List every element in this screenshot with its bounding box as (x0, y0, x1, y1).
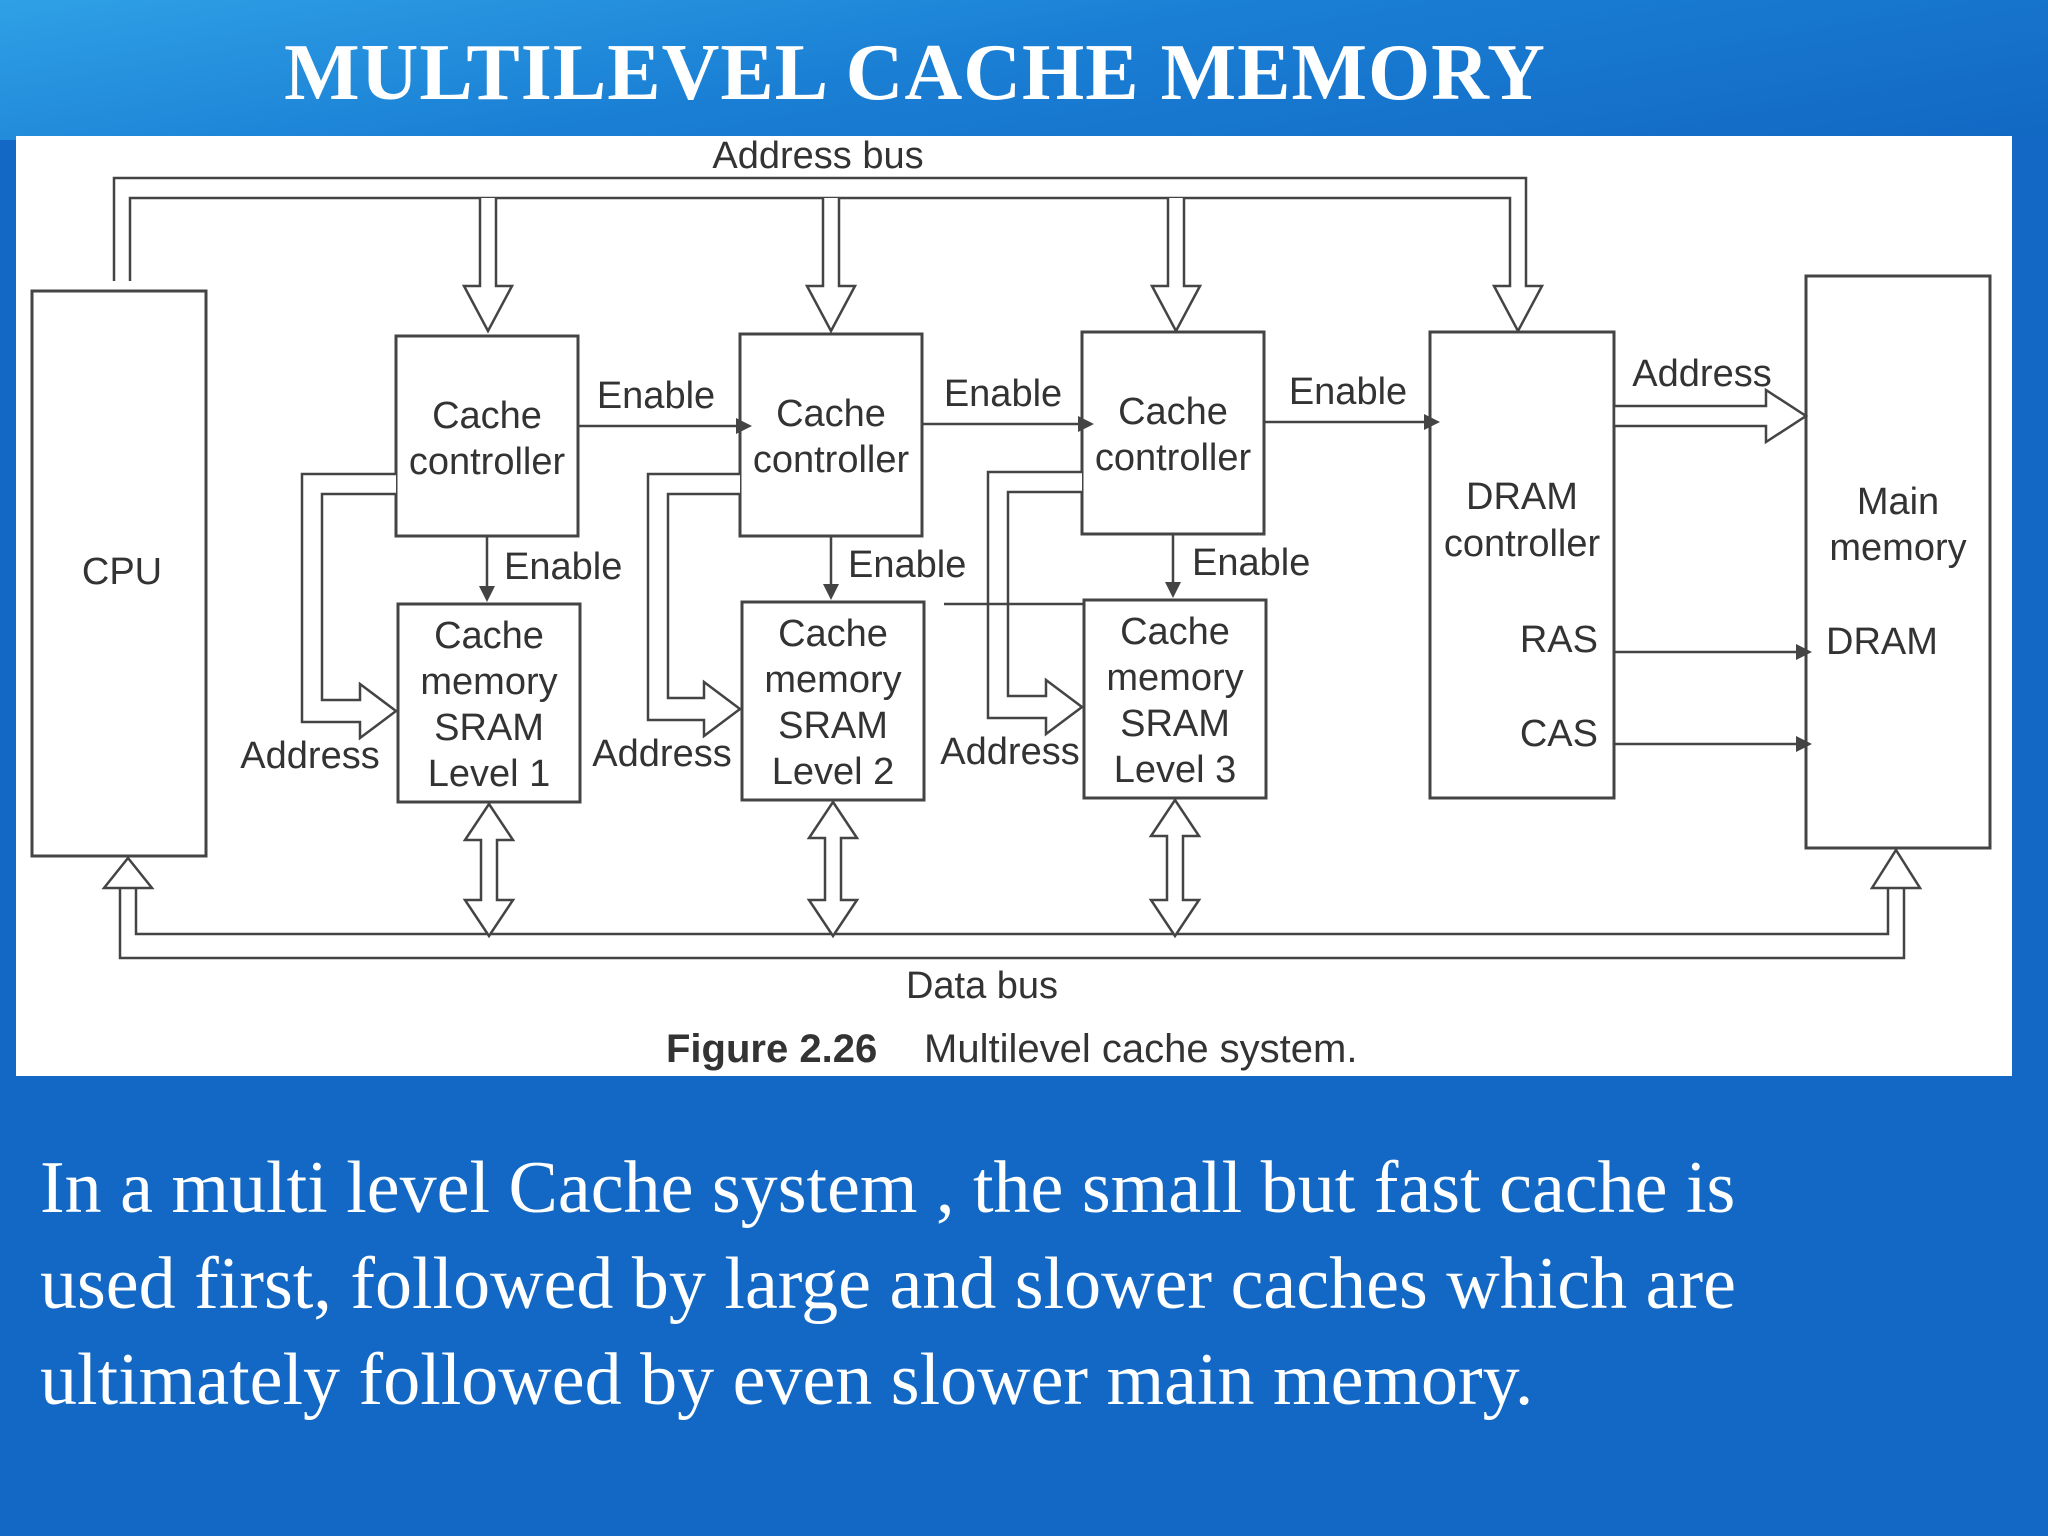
enable-right-3-label: Enable (1289, 371, 1407, 413)
address-bus-inner-line (128, 196, 1512, 281)
enable-right-2-label: Enable (944, 373, 1062, 415)
cache-controller-2-box (738, 332, 924, 538)
dram-controller-line1: DRAM (1466, 476, 1578, 518)
address-arrow-2 (646, 472, 743, 739)
ras-arrowhead (1796, 644, 1812, 660)
cache-memory-2-line3: SRAM (778, 705, 888, 747)
cache-controller-3-line1: Cache (1118, 391, 1228, 433)
figure-caption-text: Multilevel cache system. (924, 1027, 1357, 1071)
body-line-1: In a multi level Cache system , the smal… (40, 1147, 1736, 1229)
address-label-2: Address (592, 733, 731, 775)
cache-memory-1-line3: SRAM (434, 707, 544, 749)
dram-address-arrow (1612, 387, 1809, 445)
ras-label: RAS (1520, 619, 1598, 661)
slide-body-text: In a multi level Cache system , the smal… (40, 1140, 2020, 1428)
enable-right-1-arrowhead (736, 418, 752, 434)
main-memory-line3: DRAM (1826, 621, 1938, 663)
cas-arrowhead (1796, 736, 1812, 752)
slide-title: MULTILEVEL CACHE MEMORY (284, 29, 1546, 117)
cache-controller-1-line1: Cache (432, 395, 542, 437)
diagram-canvas: Address bus CPU Cache controller Enable … (30, 136, 1992, 1071)
address-tap-arrow-2 (804, 198, 858, 334)
cache-memory-3-line2: memory (1106, 657, 1243, 699)
cache-memory-1-line1: Cache (434, 615, 544, 657)
enable-down-3-arrowhead (1165, 582, 1181, 598)
cpu-label: CPU (82, 551, 162, 593)
enable-right-2-arrowhead (1078, 416, 1094, 432)
data-bus-bottom-line (118, 888, 1906, 960)
figure-caption-number: Figure 2.26 (666, 1027, 877, 1071)
main-memory-box (1804, 274, 1992, 850)
cache-memory-2-line2: memory (764, 659, 901, 701)
cpu-box (30, 289, 208, 858)
main-memory-line2: memory (1829, 527, 1966, 569)
cache-memory-3-line4: Level 3 (1114, 749, 1237, 791)
dram-controller-line2: controller (1444, 523, 1601, 565)
cache-controller-2-line2: controller (753, 439, 910, 481)
enable-down-3-label: Enable (1192, 542, 1310, 584)
enable-right-3-arrowhead (1424, 414, 1440, 430)
dram-controller-box (1428, 330, 1616, 800)
enable-down-1-label: Enable (504, 546, 622, 588)
cache-memory-1-line2: memory (420, 661, 557, 703)
cache-memory-3-line3: SRAM (1120, 703, 1230, 745)
cache-memory-2-line1: Cache (778, 613, 888, 655)
data-bus-main-memory-arrow (1869, 847, 1923, 890)
address-label-1: Address (240, 735, 379, 777)
cache-controller-3-box (1080, 330, 1266, 536)
address-tap-arrow-dram (1491, 276, 1545, 334)
enable-right-1-label: Enable (597, 375, 715, 417)
data-bus-arrow-2 (806, 799, 860, 939)
enable-down-1-arrowhead (479, 586, 495, 602)
main-memory-line1: Main (1857, 481, 1939, 523)
enable-down-2-arrowhead (823, 584, 839, 600)
body-line-2: used first, followed by large and slower… (40, 1243, 1736, 1325)
title-band (0, 0, 2048, 140)
data-bus-top-line (134, 888, 1890, 936)
cache-memory-2-line4: Level 2 (772, 751, 895, 793)
address-tap-arrow-3 (1149, 198, 1203, 334)
cache-controller-1-line2: controller (409, 441, 566, 483)
cache-controller-3-line2: controller (1095, 437, 1252, 479)
cache-controller-2-line1: Cache (776, 393, 886, 435)
dram-address-label: Address (1632, 353, 1771, 395)
data-bus-cpu-arrow (101, 855, 155, 890)
address-arrow-1 (300, 472, 399, 741)
enable-down-2-label: Enable (848, 544, 966, 586)
address-bus-label: Address bus (712, 136, 923, 177)
body-line-3: ultimately followed by even slower main … (40, 1339, 1534, 1421)
multilevel-cache-diagram: Address bus CPU Cache controller Enable … (16, 136, 2012, 1076)
cache-memory-3-line1: Cache (1120, 611, 1230, 653)
address-tap-arrow-1 (461, 198, 515, 334)
cas-label: CAS (1520, 713, 1598, 755)
address-label-3: Address (940, 731, 1079, 773)
address-bus-outer-line (112, 176, 1528, 281)
data-bus-label: Data bus (906, 965, 1058, 1007)
data-bus-arrow-1 (462, 801, 516, 939)
data-bus-arrow-3 (1148, 797, 1202, 939)
cache-memory-1-line4: Level 1 (428, 753, 551, 795)
